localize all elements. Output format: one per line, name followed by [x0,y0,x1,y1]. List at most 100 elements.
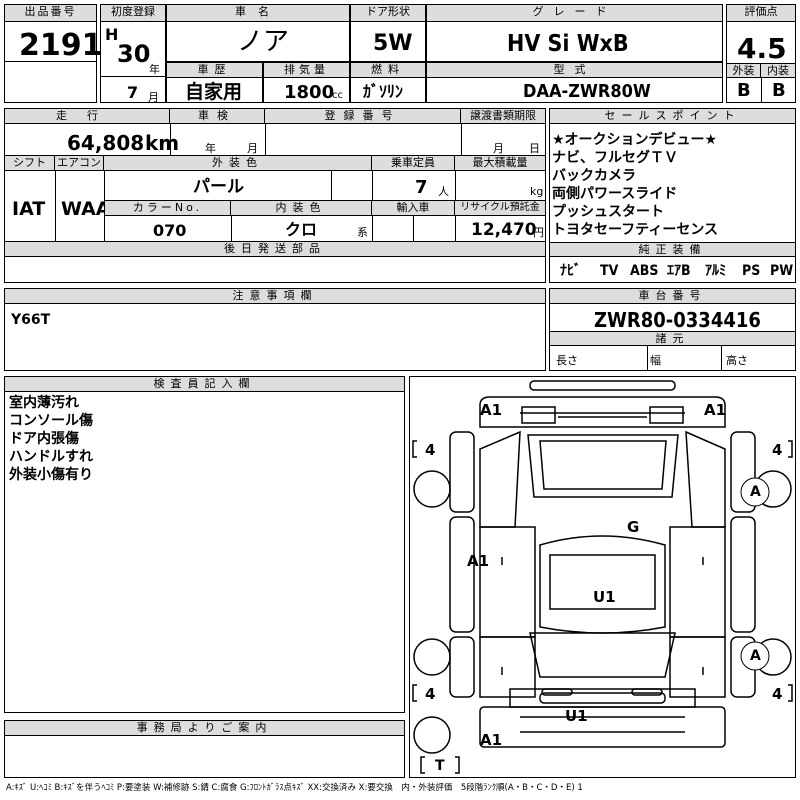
ac-label: エアコン [55,156,104,171]
load-unit: kg [530,185,544,198]
score-label: 評価点 [727,5,795,22]
damage-mark: G [627,518,640,536]
width-label: 幅 [650,354,661,367]
color-value: パール [193,177,244,197]
grade-cell: グレード HV Si WxB [426,4,723,62]
sales-point-item: プッシュスタート [552,204,664,220]
office-panel: 事務局よりご案内 [4,720,405,778]
transfer-label: 譲渡書類期限 [461,109,545,124]
transfer-day-unit: 日 [529,142,540,155]
inspector-line: コンソール傷 [9,413,93,429]
inspector-line: ハンドルすれ [9,449,93,465]
office-label: 事務局よりご案内 [5,721,404,736]
sales-point-item: ★オークションデビュー★ [552,132,718,148]
damage-mark: 4 [425,441,436,459]
mileage-label: 走行 [5,109,170,124]
equipment-item: PS [742,263,761,279]
capacity-value: 7 [415,177,428,198]
door-type-value: 5W [373,31,413,56]
interior-score: B [772,80,786,101]
first-registration-label: 初度登録 [101,5,165,22]
displacement-cell: 排気量 1800 cc [263,62,350,103]
score-cell: 評価点 4.5 外装 内装 B B [726,4,796,103]
import-label: 輸入車 [372,201,455,216]
capacity-unit: 人 [438,185,449,198]
details-block: 走行 車検 登録番号 譲渡書類期限 64,808 km 年 月 月 日 シフト … [4,108,546,283]
damage-mark: A1 [467,552,490,570]
load-label: 最大積載量 [455,156,545,171]
fuel-cell: 燃料 ｶﾞｿﾘﾝ [350,62,426,103]
grade-value: HV Si WxB [507,31,629,57]
damage-mark: 4 [772,441,783,459]
ac-value: WAA [61,198,111,220]
equipment-item: ｱﾙﾐ [705,263,726,279]
displacement-value: 1800 [284,82,335,103]
recycle-unit: 円 [533,226,544,239]
intcolor-value: クロ [285,220,318,239]
legend-text: A:ｷｽﾞ U:ﾍｺﾐ B:ｷｽﾞを伴うﾍｺﾐ P:要塗装 W:補修跡 S:錆 … [6,783,583,793]
damage-mark: A1 [480,731,503,749]
equipment-item: ｴｱB [667,263,691,279]
damage-mark: 4 [425,685,436,703]
year-value: 30 [117,40,151,68]
inspector-line: ドア内張傷 [9,431,79,447]
lot-number-value: 2191 [19,28,103,63]
inspector-line: 外装小傷有り [9,467,93,483]
damage-mark: U1 [593,588,616,606]
year-unit: 年 [149,63,160,76]
mileage-value: 64,808 [67,131,145,155]
sales-points-panel: セールスポイント ★オークションデビュー★ ナビ、フルセグＴＶ バックカメラ 両… [549,108,796,283]
month-value: 7 [127,83,139,102]
equipment-label: 純正装備 [550,242,795,257]
car-name-value: ノア [237,27,290,57]
first-registration-cell: 初度登録 H 30 年 7 月 [100,4,166,103]
damage-diagram: A1 A1 4 4 A G A1 U1 A 4 4 U1 A1 T [409,376,796,778]
notes-label: 注意事項欄 [5,289,545,304]
inspector-label: 検査員記入欄 [5,377,404,392]
lot-number-cell: 出品番号 2191 [4,4,103,103]
equipment-item: TV [600,263,619,279]
car-name-label: 車名 [167,5,349,22]
damage-mark: A1 [704,401,727,419]
car-name-cell: 車名 ノア [166,4,350,62]
colorno-value: 070 [153,221,187,240]
model-value: DAA-ZWR80W [523,81,651,102]
colorno-label: カラーNo. [105,201,231,216]
spec-label: 諸元 [550,331,795,346]
damage-mark: A [750,648,761,664]
exterior-score: B [737,80,751,101]
chassis-label: 車台番号 [550,289,795,304]
notes-value: Y66T [11,312,51,328]
interior-label: 内装 [761,63,795,78]
history-label: 車歴 [167,63,262,78]
score-value: 4.5 [737,32,787,65]
chassis-value: ZWR80-0334416 [594,308,761,332]
recycle-label: リサイクル預託金 [455,201,545,216]
grade-label: グレード [427,5,722,22]
intcolor-label: 内装色 [231,201,372,216]
sales-point-item: トヨタセーフティーセンス [552,222,719,238]
sales-point-item: 両側パワースライド [552,186,678,202]
sales-point-item: バックカメラ [552,168,636,184]
door-type-cell: ドア形状 5W [350,4,426,62]
displacement-unit: cc [332,90,343,101]
era-value: H [105,25,119,44]
car-outline-diagram [412,380,793,774]
damage-mark: 4 [772,685,783,703]
model-label: 型式 [427,63,722,78]
length-label: 長さ [556,354,578,367]
lot-number-label: 出品番号 [5,5,96,22]
inspection-year-unit: 年 [205,142,216,155]
inspection-month-unit: 月 [247,142,258,155]
chassis-panel: 車台番号 ZWR80-0334416 諸元 長さ 幅 高さ [549,288,796,371]
history-value: 自家用 [185,81,243,103]
fuel-value: ｶﾞｿﾘﾝ [363,82,404,101]
shift-value: IAT [12,198,46,220]
equipment-item: ﾅﾋﾞ [560,263,581,279]
door-type-label: ドア形状 [351,5,425,22]
model-cell: 型式 DAA-ZWR80W [426,62,723,103]
exterior-label: 外装 [727,63,761,78]
recycle-value: 12,470 [471,220,537,240]
history-cell: 車歴 自家用 [166,62,263,103]
sales-points-label: セールスポイント [550,109,795,124]
